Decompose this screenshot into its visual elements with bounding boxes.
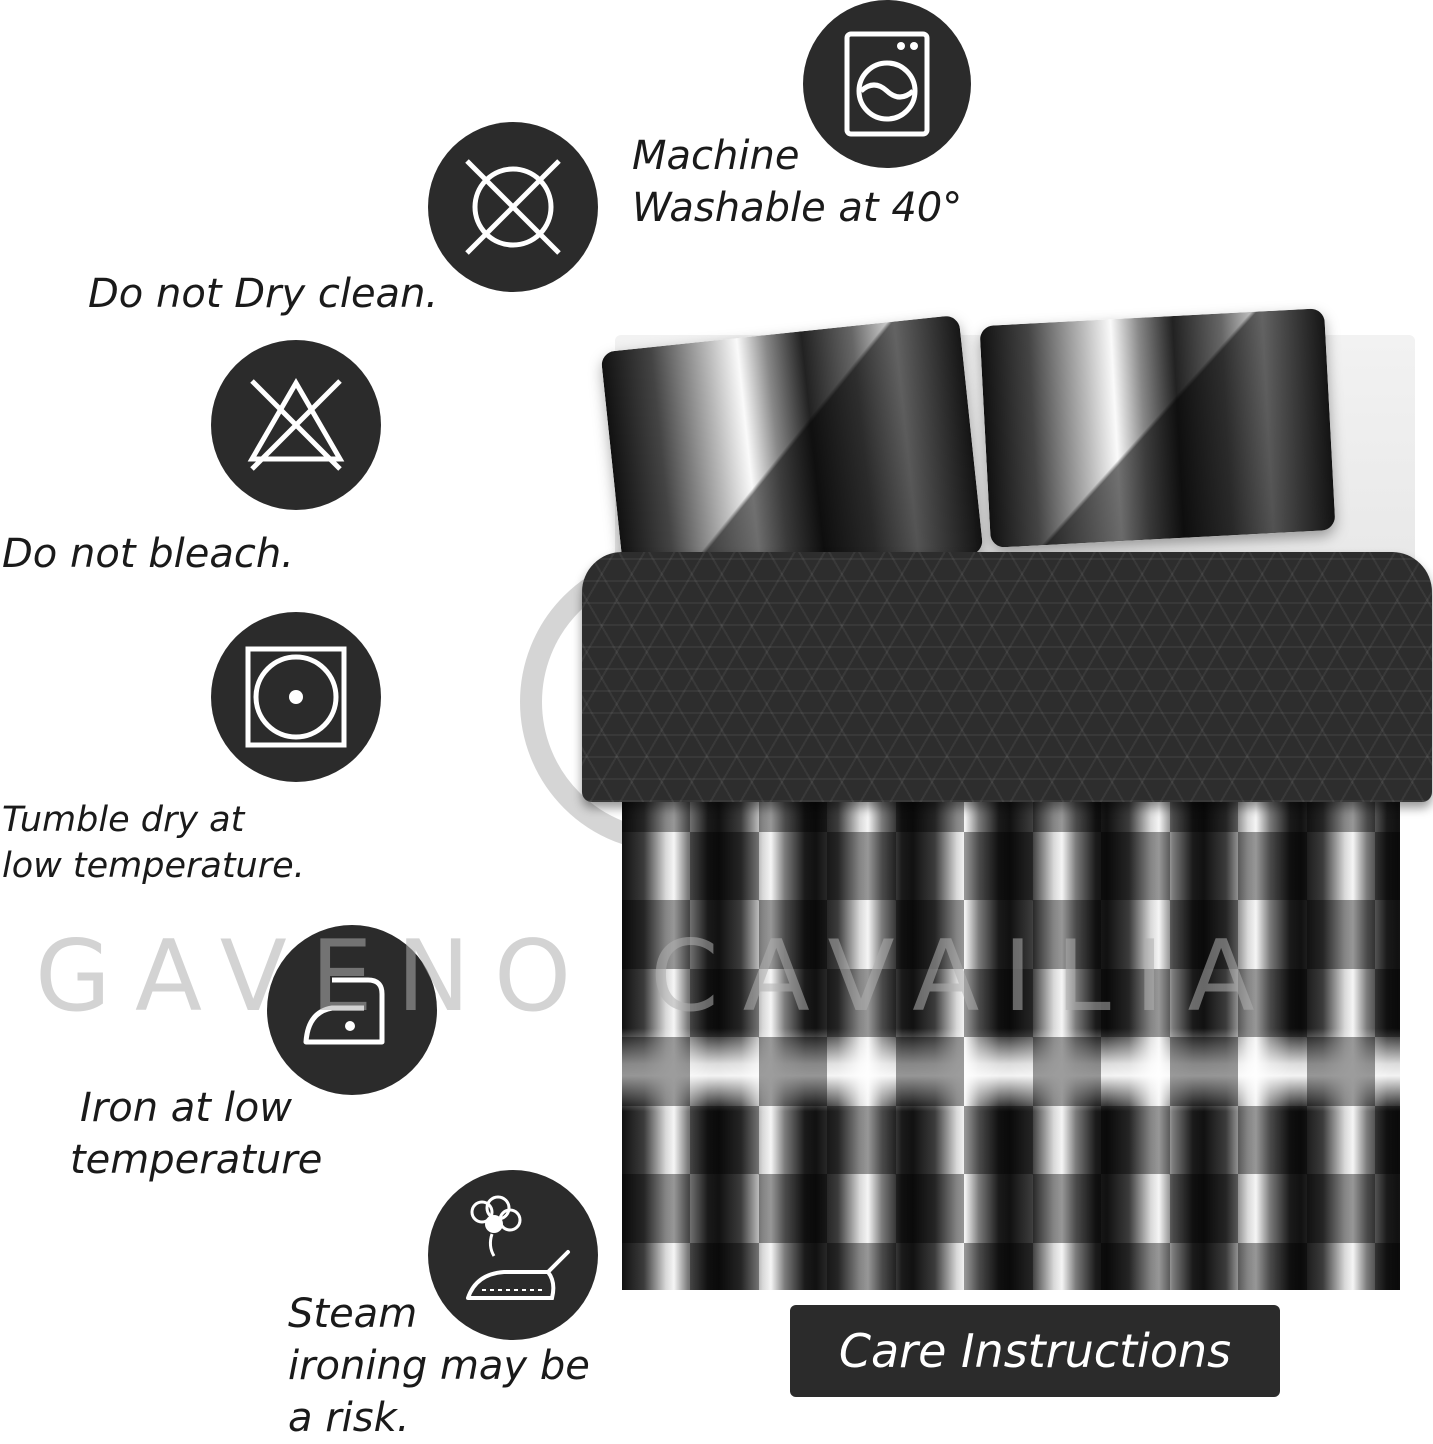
pillowcase-left — [600, 314, 984, 592]
label-line: temperature — [70, 1137, 323, 1183]
no-dry-clean-label: Do not Dry clean. — [88, 268, 438, 320]
label-line: ironing may be — [288, 1343, 590, 1389]
label-line: low temperature. — [2, 846, 305, 886]
steam-iron-label: Steam ironing may be a risk. — [288, 1288, 590, 1444]
label-line: Machine — [632, 133, 800, 179]
label-line: a risk. — [288, 1395, 410, 1441]
care-instructions-badge: Care Instructions — [790, 1305, 1280, 1397]
no-bleach-label: Do not bleach. — [2, 528, 294, 580]
machine-wash-label: Machine Washable at 40° — [632, 130, 962, 234]
no-bleach-icon — [211, 340, 381, 510]
washing-machine-icon — [803, 0, 971, 168]
iron-label: Iron at low — [80, 1082, 292, 1134]
label-line: Steam — [288, 1291, 418, 1337]
label-line: Iron at low — [80, 1085, 292, 1131]
pillowcase-right — [979, 308, 1336, 548]
tumble-dry-label: Tumble dry at low temperature. — [2, 797, 305, 889]
no-dry-clean-icon — [428, 122, 598, 292]
steam-iron-icon — [428, 1170, 598, 1340]
duvet-folded-edge — [582, 552, 1432, 802]
label-line: Do not bleach. — [2, 531, 294, 577]
label-line: Do not Dry clean. — [88, 271, 439, 317]
tumble-dry-icon — [211, 612, 381, 782]
label-line: Tumble dry at — [2, 800, 245, 840]
iron-label-line-2: temperature — [70, 1134, 322, 1186]
label-line: Washable at 40° — [632, 185, 963, 231]
iron-icon — [267, 925, 437, 1095]
duvet-set-image — [560, 255, 1433, 1305]
